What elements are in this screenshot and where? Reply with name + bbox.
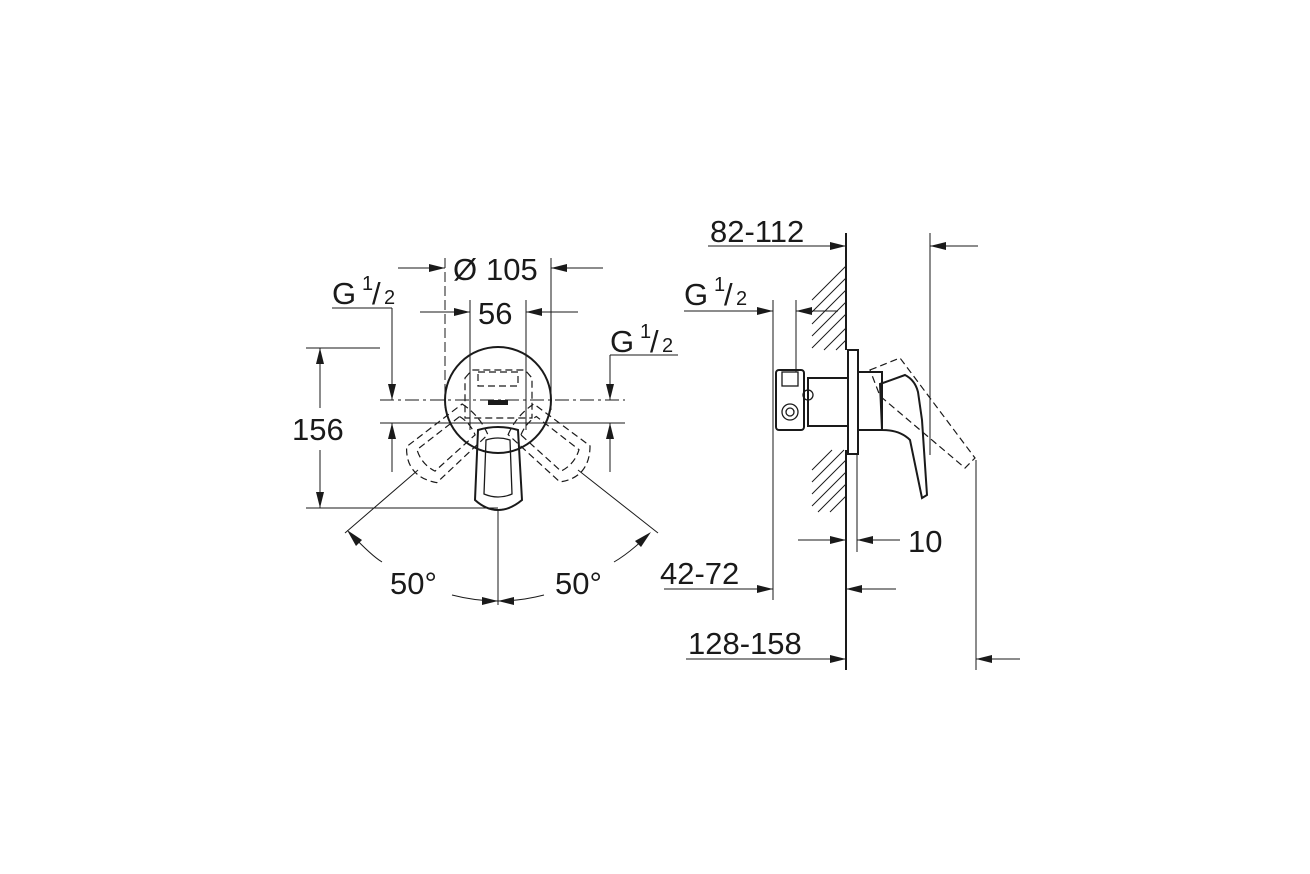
outlet-slot xyxy=(488,400,508,405)
arrow-56-right xyxy=(526,308,542,316)
angle-ext-left xyxy=(344,469,419,534)
arrow-56-left xyxy=(454,308,470,316)
thread-side-g: G xyxy=(684,277,708,312)
lever-outer xyxy=(473,426,524,512)
lever-hub xyxy=(857,371,883,431)
side-view: 82-112 G 1 / 2 10 42-72 128-158 xyxy=(660,214,1020,670)
thread-left-arrow-bottom xyxy=(388,423,396,439)
arrow-128-158-left xyxy=(830,655,846,663)
thread-left-slash: / xyxy=(372,276,381,311)
arrow-10-right xyxy=(857,536,873,544)
thread-side-den: 2 xyxy=(736,288,747,310)
arrow-10-left xyxy=(830,536,846,544)
thread-right-arrow-top xyxy=(606,384,614,400)
thread-right-slash: / xyxy=(650,324,659,359)
angle-left-label: 50° xyxy=(390,566,437,601)
angle-arrow-right-outer xyxy=(635,532,651,547)
inlet-port-outer xyxy=(781,403,799,421)
dim-10-label: 10 xyxy=(908,524,942,559)
thread-right-den: 2 xyxy=(662,335,673,357)
dim-56-label: 56 xyxy=(478,296,512,331)
thread-left-num: 1 xyxy=(362,273,373,295)
lever-side xyxy=(878,373,929,500)
angle-arrow-left-inner xyxy=(482,597,498,605)
hidden-body-top xyxy=(477,371,519,387)
hidden-body-outline xyxy=(464,369,533,419)
valve-body xyxy=(807,377,849,427)
arrow-42-72-left xyxy=(757,585,773,593)
angle-arrow-right-inner xyxy=(498,597,514,605)
arrow-105-right xyxy=(551,264,567,272)
thread-right-num: 1 xyxy=(640,321,651,343)
lever-ghost-left xyxy=(405,403,489,484)
rosette-plate xyxy=(847,349,859,455)
wall-hatch-upper xyxy=(811,265,847,351)
angle-ext-right xyxy=(577,469,659,534)
dim-156-label: 156 xyxy=(292,412,344,447)
thread-side-slash: / xyxy=(724,277,733,312)
arrow-156-top xyxy=(316,348,324,364)
thread-right-g: G xyxy=(610,324,634,359)
lever-ghost-right xyxy=(507,403,591,483)
arrow-thread-side-left xyxy=(757,307,773,315)
arrow-42-72-right xyxy=(846,585,862,593)
dim-105-label: 105 xyxy=(486,252,538,287)
thread-left-g: G xyxy=(332,276,356,311)
lever-inner xyxy=(483,437,513,498)
thread-side-num: 1 xyxy=(714,274,725,296)
inlet-port-inner xyxy=(785,407,795,417)
wall-hatch-lower xyxy=(811,449,847,513)
thread-right-arrow-bottom xyxy=(606,423,614,439)
arrow-156-bottom xyxy=(316,492,324,508)
dim-128-158-label: 128-158 xyxy=(688,626,802,661)
angle-right-label: 50° xyxy=(555,566,602,601)
valve-inlet-block xyxy=(775,369,805,431)
thread-left-den: 2 xyxy=(384,287,395,309)
arrow-thread-side-right xyxy=(796,307,812,315)
dim-42-72-label: 42-72 xyxy=(660,556,739,591)
angle-arrow-left-outer xyxy=(347,530,362,546)
front-view: Ø 105 56 156 G 1 / 2 G 1 / xyxy=(292,252,678,605)
arrow-82-112-left xyxy=(830,242,846,250)
lever-side-ghost xyxy=(869,357,976,469)
arrow-105-left xyxy=(429,264,445,272)
side-nut xyxy=(802,389,814,401)
arrow-82-112-right xyxy=(930,242,946,250)
arrow-128-158-right xyxy=(976,655,992,663)
dim-82-112-label: 82-112 xyxy=(710,214,804,249)
dim-105-diameter-symbol: Ø xyxy=(453,252,477,287)
inlet-port-top xyxy=(781,371,799,387)
thread-left-arrow-top xyxy=(388,384,396,400)
